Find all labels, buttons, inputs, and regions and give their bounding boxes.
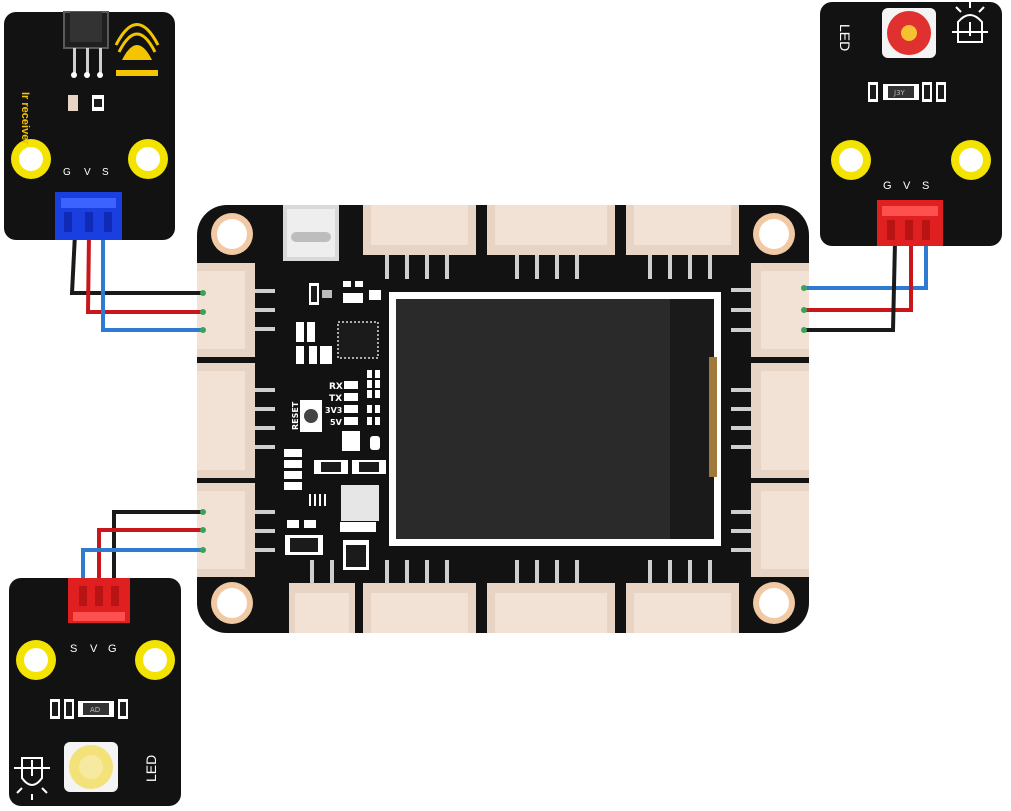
pin-label-g: G <box>108 643 117 655</box>
reset-label: RESET <box>291 401 300 430</box>
status-label-rx: RX <box>329 382 343 392</box>
yellow-led-module: S V G AD LED <box>9 578 181 806</box>
chip-marking: AD <box>90 706 100 714</box>
top-connector-1[interactable] <box>363 205 476 279</box>
right-connector-2[interactable] <box>731 363 809 478</box>
bottom-connector-3[interactable] <box>487 560 615 633</box>
yellow-led-header-connector[interactable] <box>68 578 130 623</box>
pin-label-g: G <box>63 167 71 178</box>
led-symbol-icon <box>952 2 988 43</box>
status-label-5v: 5V <box>330 418 343 427</box>
wire-ir-ground <box>69 233 203 295</box>
mcu-chip <box>337 321 379 359</box>
ir-header-connector[interactable] <box>55 192 122 240</box>
status-led-rx: RX <box>329 381 358 392</box>
pin-label-s: S <box>102 167 109 178</box>
wire-yellow-led-signal <box>81 548 203 583</box>
mounting-hole <box>951 140 991 180</box>
pin-label-s: S <box>922 180 929 192</box>
status-led-3v3: 3V3 <box>325 405 380 415</box>
status-label-3v3: 3V3 <box>325 406 342 415</box>
top-connector-3[interactable] <box>626 205 739 279</box>
reset-button[interactable] <box>300 400 322 432</box>
led-symbol-icon <box>14 757 50 800</box>
mounting-hole <box>753 213 795 255</box>
mounting-hole <box>211 213 253 255</box>
chip-marking: J3Y <box>893 89 906 97</box>
pin-label-v: V <box>84 167 91 178</box>
usb-c-port[interactable] <box>283 205 339 261</box>
red-led <box>882 8 936 58</box>
mounting-hole <box>753 582 795 624</box>
wire-yellow-led-ground <box>112 510 203 583</box>
left-connector-2[interactable] <box>197 363 275 478</box>
pin-label-s: S <box>70 643 77 655</box>
wire-terminals <box>200 285 807 553</box>
pin-label-v: V <box>90 643 98 655</box>
wire-red-led-power <box>804 242 913 312</box>
mounting-hole <box>831 140 871 180</box>
wire-ir-power <box>85 233 203 314</box>
mounting-hole <box>211 582 253 624</box>
pin-label-g: G <box>883 180 892 192</box>
pin-label-v: V <box>903 180 911 192</box>
ir-signal-icon <box>114 23 160 76</box>
lcd-screen <box>389 292 721 546</box>
wire-ir-signal <box>101 234 203 332</box>
wire-red-led-signal <box>804 242 928 290</box>
wire-red-led-ground <box>804 241 897 332</box>
left-connector-1[interactable] <box>197 263 275 357</box>
red-led-module: LED J3Y G V S <box>820 2 1002 246</box>
yellow-led-label: LED <box>143 755 159 782</box>
ir-receiver-label: Ir receiver <box>19 92 31 145</box>
yellow-led <box>64 742 118 792</box>
top-connector-2[interactable] <box>487 205 615 279</box>
bottom-connector-1[interactable] <box>289 560 355 633</box>
mounting-hole <box>128 139 168 179</box>
wire-yellow-led-power <box>97 528 203 583</box>
ir-receiver-module: Ir receiver G V S <box>4 11 175 240</box>
status-label-tx: TX <box>329 394 342 404</box>
controller-board: RX TX 3V3 5V RESET <box>197 205 809 633</box>
bottom-connector-2[interactable] <box>363 560 476 633</box>
bottom-connector-4[interactable] <box>626 560 739 633</box>
status-led-tx: TX <box>329 393 358 404</box>
right-connector-3[interactable] <box>731 483 809 577</box>
red-led-header-connector[interactable] <box>877 200 943 246</box>
smd-components <box>284 281 386 570</box>
mounting-hole <box>135 640 175 680</box>
ir-sensor <box>63 11 109 78</box>
red-led-label: LED <box>837 24 853 51</box>
status-led-5v: 5V <box>330 417 380 427</box>
mounting-hole <box>16 640 56 680</box>
mounting-hole <box>11 139 51 179</box>
